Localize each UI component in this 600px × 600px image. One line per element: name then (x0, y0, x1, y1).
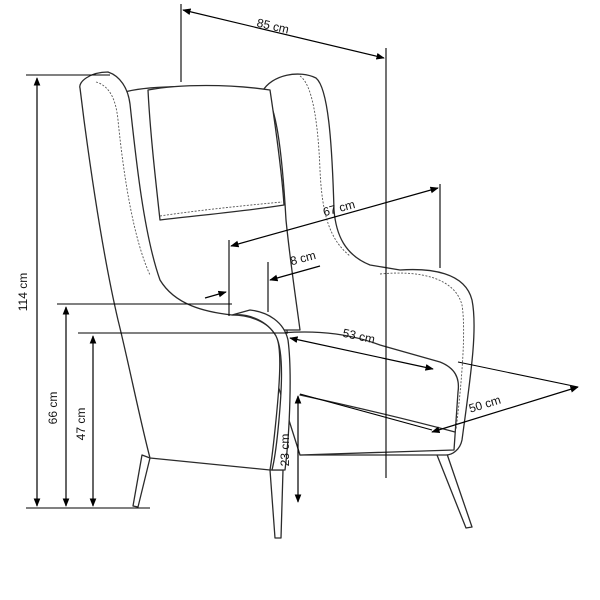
leg-front-right (436, 453, 473, 529)
ext-50-top (457, 361, 579, 388)
label-85: 85 cm (255, 16, 290, 37)
dim-line-85 (182, 8, 385, 60)
dim-line-53 (289, 336, 434, 371)
dim-line-8b (269, 265, 321, 282)
label-53: 53 cm (341, 326, 376, 346)
label-23: 23 cm (278, 434, 292, 467)
ext-50-bottom (299, 393, 433, 431)
dim-line-50 (431, 386, 579, 433)
right-arm-edge (379, 272, 465, 431)
left-arm-front (231, 309, 291, 471)
label-114: 114 cm (16, 273, 30, 311)
leg-back-left (132, 454, 151, 508)
left-wing-edge (95, 81, 151, 276)
label-47: 47 cm (74, 408, 88, 441)
headrest-pillow (147, 84, 285, 221)
label-8: 8 cm (289, 248, 318, 268)
dim-line-67 (230, 186, 439, 248)
dimension-lines (26, 4, 579, 509)
armchair-illustration (79, 71, 475, 539)
leg-front-left (269, 469, 284, 539)
dim-line-8 (204, 290, 227, 299)
label-66: 66 cm (46, 392, 60, 425)
